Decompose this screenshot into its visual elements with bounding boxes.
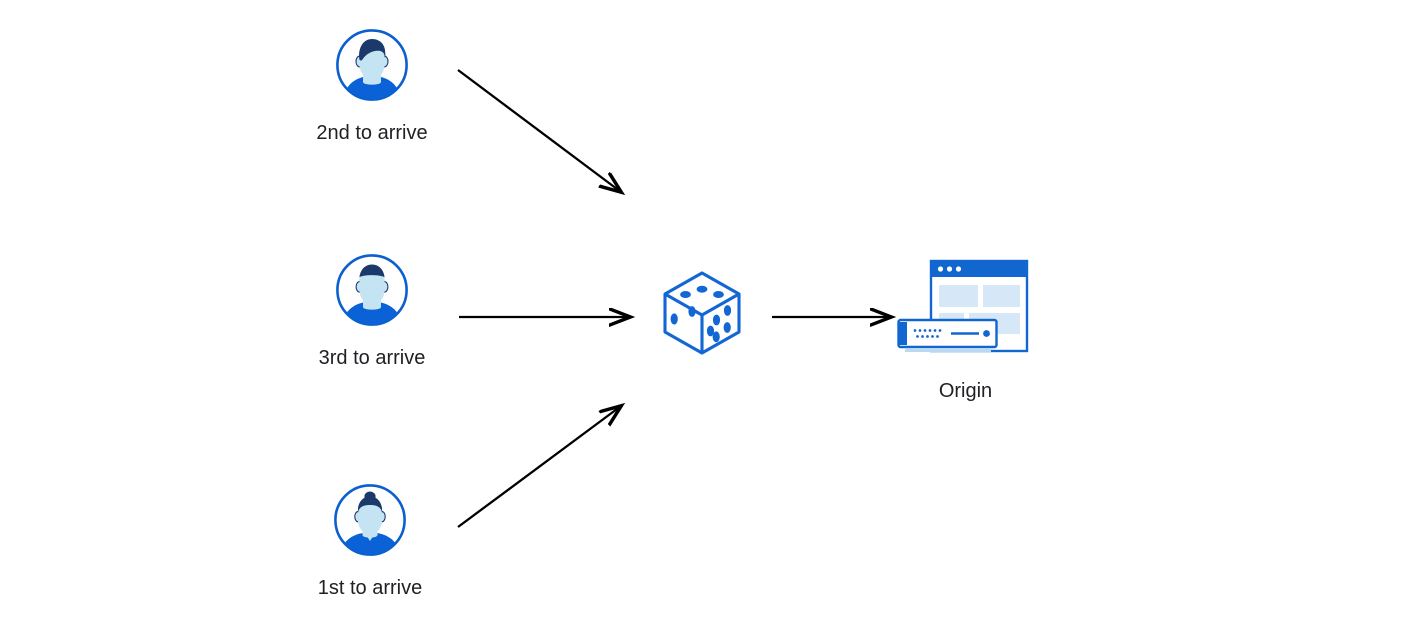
origin-server-icon (893, 258, 1038, 363)
client-node-3rd[interactable]: 3rd to arrive (312, 253, 432, 370)
client-node-2nd[interactable]: 2nd to arrive (312, 28, 432, 145)
dice-icon (660, 270, 744, 361)
client-label-2nd: 2nd to arrive (316, 122, 428, 144)
client-label-1st: 1st to arrive (317, 577, 423, 599)
client-label-3rd: 3rd to arrive (318, 347, 426, 369)
origin-label: Origin (938, 380, 993, 402)
client-node-1st[interactable]: 1st to arrive (310, 483, 430, 600)
randomizer-node[interactable] (660, 270, 744, 361)
user-avatar-icon (335, 253, 409, 332)
arrow-1st-to-dice (457, 406, 621, 528)
server-device-icon (897, 318, 998, 352)
origin-node[interactable]: Origin (893, 258, 1038, 403)
user-avatar-icon (333, 483, 407, 562)
arrow-2nd-to-dice (457, 69, 621, 192)
user-avatar-icon (335, 28, 409, 107)
